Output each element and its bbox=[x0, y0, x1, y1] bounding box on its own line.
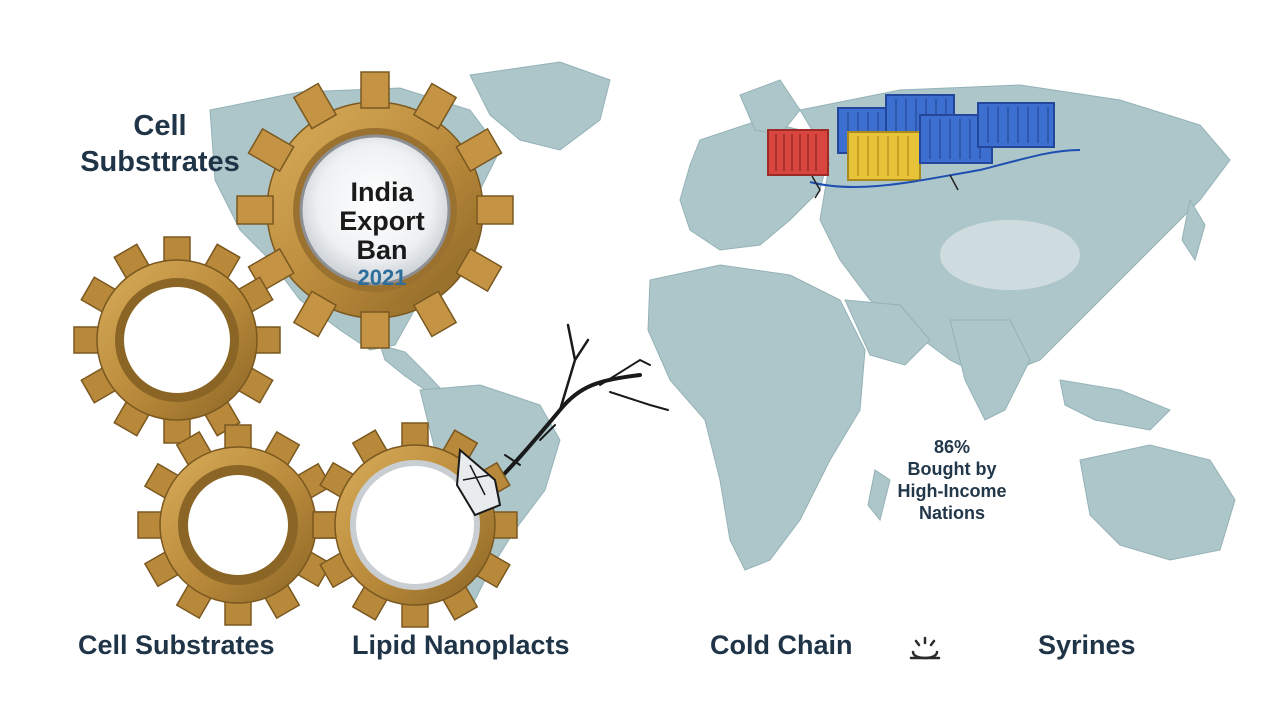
map-australia bbox=[1079, 444, 1236, 561]
stat-callout: 86% Bought by High-Income Nations bbox=[872, 436, 1032, 524]
map-central-america bbox=[379, 344, 441, 393]
cold-chain-icon bbox=[909, 636, 941, 660]
label-cell-substrates: Cell Substrates bbox=[78, 630, 275, 660]
map-se-asia bbox=[1059, 379, 1171, 431]
gear-main-line-2: Export bbox=[339, 206, 425, 236]
gear-bottom-right bbox=[312, 422, 518, 628]
stat-line-2: High-Income bbox=[897, 481, 1007, 501]
shipping-container-icon bbox=[977, 102, 1055, 148]
stat-line-1: Bought by bbox=[907, 459, 997, 479]
label-lipid-nanoparticles: Lipid Nanoplacts bbox=[352, 630, 570, 660]
map-scandinavia bbox=[739, 79, 801, 136]
map-madagascar bbox=[867, 469, 891, 522]
shipping-route-cracks bbox=[811, 174, 959, 199]
gear-main-label: India Export Ban 2021 bbox=[317, 178, 447, 291]
label-cell-substrates-top: Cell Substtrates bbox=[80, 110, 240, 178]
gear-main-line-3: Ban bbox=[356, 235, 408, 265]
gear-bottom-left bbox=[137, 424, 339, 626]
map-africa bbox=[647, 264, 866, 571]
shipping-containers bbox=[767, 94, 1081, 199]
label-cold-chain: Cold Chain bbox=[710, 630, 853, 660]
shipping-route bbox=[809, 149, 1081, 189]
map-india bbox=[949, 319, 1031, 421]
stat-percent: 86% bbox=[933, 437, 971, 457]
map-arabia bbox=[844, 299, 931, 366]
label-syringes: Syrines bbox=[1038, 630, 1136, 660]
map-greenland bbox=[469, 61, 611, 151]
map-terrain-highlight bbox=[940, 220, 1080, 290]
gear-top bbox=[236, 71, 514, 349]
shipping-container-icon bbox=[767, 129, 829, 176]
gear-main-year: 2021 bbox=[357, 265, 407, 290]
map-japan bbox=[1181, 198, 1206, 262]
gear-main-line-1: India bbox=[350, 177, 414, 207]
stat-line-3: Nations bbox=[918, 503, 985, 523]
shipping-container-icon bbox=[847, 131, 921, 181]
gear-left bbox=[73, 236, 281, 444]
